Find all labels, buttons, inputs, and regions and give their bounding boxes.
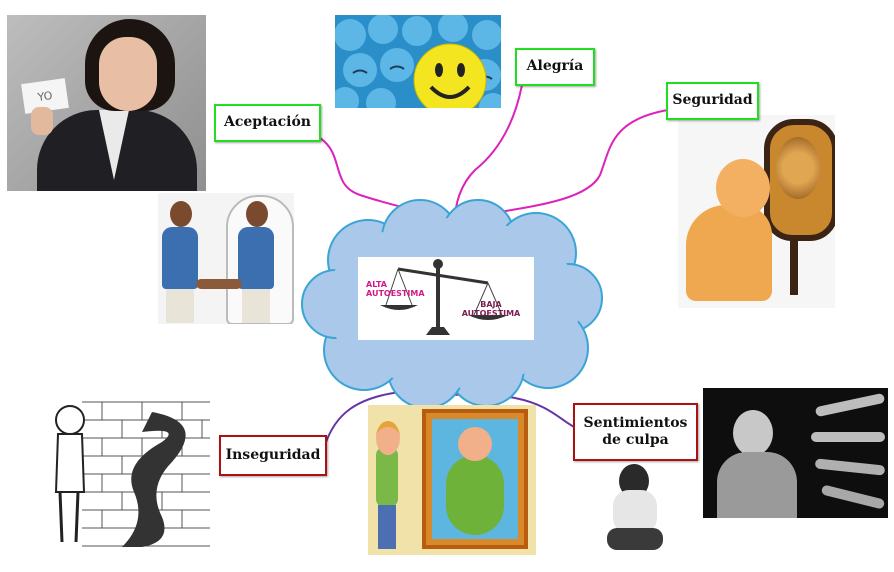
girl-body <box>376 447 398 507</box>
scale-icon <box>380 259 508 335</box>
man-left-head <box>170 201 192 227</box>
handshake-mirror-photo <box>158 193 294 324</box>
sad-girl-photo <box>603 460 668 553</box>
hand-2 <box>811 432 885 442</box>
man-left-legs <box>166 289 194 323</box>
sad-girl-legs <box>607 528 663 550</box>
man-body <box>717 452 797 518</box>
baja-autoestima-label: BAJA AUTOESTIMA <box>461 300 521 318</box>
woman-photo: YO <box>7 15 206 191</box>
node-inseguridad-text: Inseguridad <box>225 446 321 463</box>
cat-body <box>686 205 772 301</box>
node-culpa-line2: de culpa <box>602 432 669 448</box>
man-right-head <box>246 201 268 227</box>
reflection-body <box>446 455 504 535</box>
mirror-legs <box>790 235 798 295</box>
shadow-illustration <box>22 392 210 552</box>
node-sentimientos-culpa: Sentimientos de culpa <box>573 403 698 461</box>
balance-image: ALTA AUTOESTIMA BAJA AUTOESTIMA <box>358 257 534 340</box>
connector-alegria <box>454 84 523 221</box>
node-culpa-line1: Sentimientos <box>583 414 688 431</box>
woman-hand <box>31 107 53 135</box>
node-seguridad-text: Seguridad <box>672 92 753 109</box>
man-left-body <box>162 227 198 289</box>
woman-face <box>99 37 157 111</box>
man-right-legs <box>242 289 270 323</box>
node-aceptacion: Aceptación <box>214 104 321 142</box>
node-seguridad: Seguridad <box>666 82 759 120</box>
node-alegria-text: Alegría <box>526 58 584 75</box>
mirror-body-photo <box>368 405 536 555</box>
node-aceptacion-text: Aceptación <box>224 114 311 131</box>
node-inseguridad: Inseguridad <box>219 435 327 476</box>
hand-1 <box>814 392 886 418</box>
cat-lion-photo <box>678 115 835 308</box>
girl-head <box>376 421 400 455</box>
alta-autoestima-label: ALTA AUTOESTIMA <box>366 280 425 298</box>
lion-head <box>776 137 820 199</box>
yo-card-text: YO <box>36 88 54 104</box>
handshake-arms <box>196 279 242 289</box>
hand-4 <box>820 484 886 510</box>
node-alegria: Alegría <box>515 48 595 86</box>
man-head <box>733 410 773 456</box>
cat-head <box>716 159 770 217</box>
reflection-head <box>458 427 492 461</box>
smileys-photo <box>335 15 501 108</box>
sad-girl-body <box>613 490 657 534</box>
pointing-hands-photo <box>703 388 888 518</box>
man-right-body <box>238 227 274 289</box>
hand-3 <box>814 458 886 476</box>
girl-legs <box>378 505 396 549</box>
